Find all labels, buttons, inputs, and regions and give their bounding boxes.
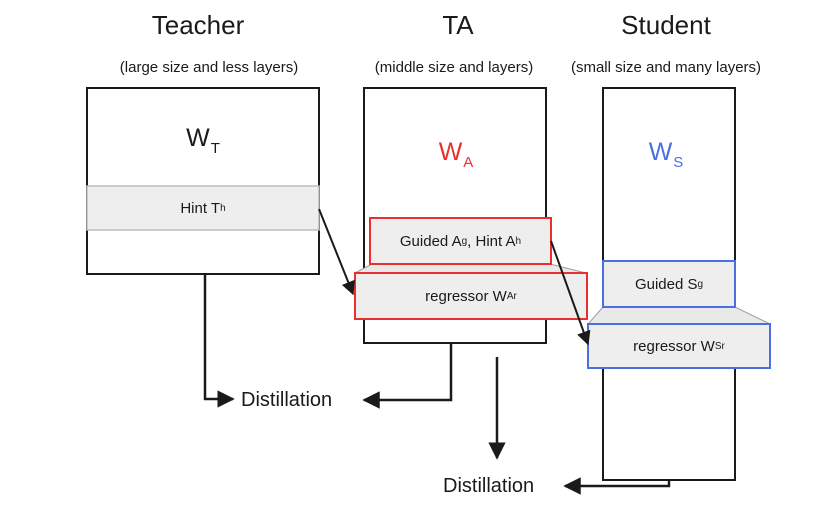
ta-subtitle: (middle size and layers) bbox=[374, 59, 534, 76]
student-weight-sub: S bbox=[673, 154, 684, 171]
student-regressor-base: regressor W bbox=[633, 337, 715, 355]
student-weight-base: W bbox=[648, 138, 673, 166]
student-header: Student bbox=[621, 10, 711, 40]
student-guided-sub: g bbox=[697, 278, 704, 290]
distillation-label-1: Distillation bbox=[241, 389, 333, 411]
student-connector bbox=[586, 306, 771, 325]
teacher-weight-base: W bbox=[186, 124, 210, 152]
ta-connector bbox=[354, 263, 587, 274]
teacher-weight-sub: T bbox=[210, 140, 220, 157]
teacher-hint-base: Hint T bbox=[180, 199, 221, 217]
teacher-header: Teacher bbox=[151, 10, 245, 40]
ta-weight-sub: A bbox=[463, 154, 474, 171]
student-subtitle: (small size and many layers) bbox=[570, 59, 762, 76]
student-guided-block bbox=[602, 260, 736, 308]
distillation-label-2: Distillation bbox=[443, 475, 535, 497]
student-to-distillation-arrow bbox=[563, 477, 671, 495]
ta-guided-sub: g bbox=[461, 235, 468, 247]
ta-regressor-sub: Ar bbox=[506, 290, 517, 302]
teacher-hint-sub: h bbox=[220, 202, 226, 214]
student-regressor-sub: Sr bbox=[714, 340, 725, 352]
student-guided-base: Guided S bbox=[634, 275, 698, 293]
ta-to-distillation-arrow bbox=[362, 343, 453, 409]
teacher-hint-arrow bbox=[318, 208, 355, 296]
teacher-hint-block bbox=[86, 185, 320, 231]
student-regressor-block bbox=[587, 323, 771, 369]
teacher-to-distillation-arrow bbox=[203, 274, 235, 408]
ta-guided-base: Guided A bbox=[399, 232, 462, 250]
ta-weight-base: W bbox=[438, 138, 463, 166]
teacher-network-box bbox=[86, 87, 320, 275]
ta-guided-hint-block bbox=[369, 217, 552, 265]
teacher-weight-label: WT bbox=[186, 124, 220, 157]
teacher-subtitle: (large size and less layers) bbox=[119, 59, 299, 76]
ta-hint-base: , Hint A bbox=[467, 232, 516, 250]
ta-hint-sub: h bbox=[515, 235, 522, 247]
student-weight-label: WS bbox=[648, 138, 684, 171]
ta-weight-label: WA bbox=[438, 138, 474, 171]
ta-header: TA bbox=[442, 10, 474, 40]
ta-hint-arrow bbox=[550, 240, 591, 346]
ta-regressor-base: regressor W bbox=[425, 287, 507, 305]
ta-regressor-block bbox=[354, 272, 588, 320]
